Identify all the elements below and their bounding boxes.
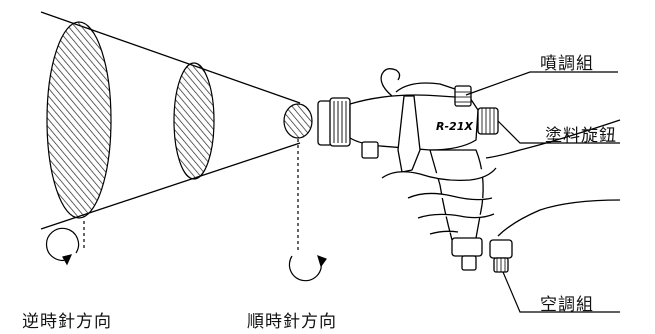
- nozzle-assembly-label: 噴調組: [540, 54, 594, 74]
- trigger: [397, 95, 421, 173]
- hand: [381, 119, 621, 237]
- air-assembly-label: 空調組: [540, 295, 594, 315]
- spray-pattern-large: [46, 21, 112, 219]
- spray-pattern-small: [283, 103, 313, 139]
- spray-gun: [317, 68, 513, 273]
- hanger-hook: [380, 68, 401, 97]
- dashed-leaders: [83, 139, 299, 250]
- callout-leaders: [465, 71, 620, 313]
- gun-model-text: R-21X: [436, 120, 473, 133]
- clockwise-label: 順時針方向: [247, 312, 337, 332]
- pattern-knob: [454, 85, 472, 107]
- spray-pattern-medium: [173, 62, 215, 180]
- counterclockwise-label: 逆時針方向: [22, 312, 112, 332]
- nozzle-ring: [329, 97, 351, 147]
- air-valve-body: [451, 237, 483, 257]
- counterclockwise-arrow-icon: [45, 227, 80, 266]
- fluid-knob-label: 塗料旋鈕: [545, 126, 617, 146]
- clockwise-arrow-icon: [288, 255, 327, 282]
- fluid-needle-knob: [477, 107, 499, 135]
